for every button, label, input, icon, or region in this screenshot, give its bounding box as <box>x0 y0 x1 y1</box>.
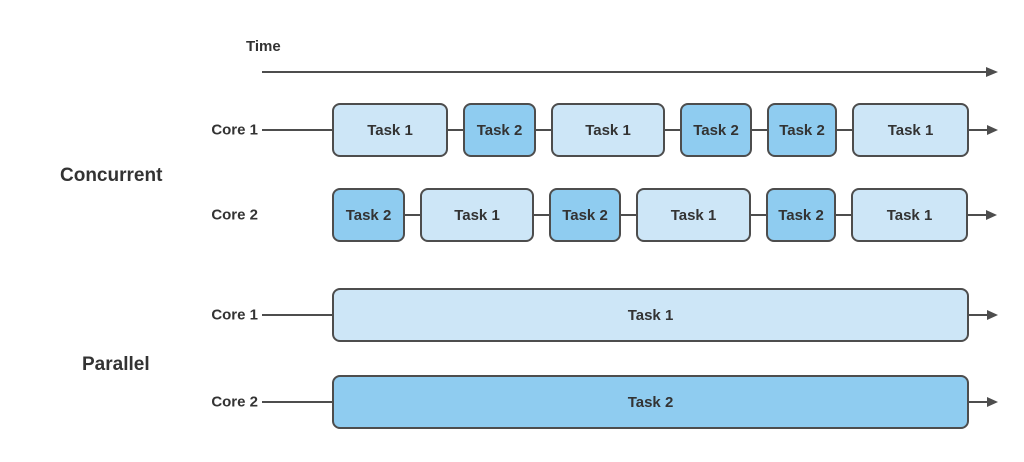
task-connector-line <box>405 214 420 216</box>
task-box: Task 1 <box>636 188 751 242</box>
task-connector-line <box>752 129 767 131</box>
task-box: Task 2 <box>463 103 536 157</box>
task-box: Task 1 <box>851 188 968 242</box>
task-box: Task 2 <box>332 188 405 242</box>
task-strip: Task 1 <box>332 288 998 342</box>
task-connector-line <box>536 129 551 131</box>
row-arrow-line <box>969 129 987 131</box>
task-connector-line <box>751 214 766 216</box>
section-label-parallel: Parallel <box>82 354 150 375</box>
core-row: Core 2 Task 2 <box>0 375 1024 429</box>
core-row: Core 1 Task 1 <box>0 288 1024 342</box>
task-connector-line <box>837 129 852 131</box>
task-strip: Task 1 Task 2 Task 1 Task 2 Task 2 Task 1 <box>332 103 998 157</box>
task-box: Task 1 <box>332 288 969 342</box>
core-leader-line <box>262 314 332 316</box>
task-box: Task 2 <box>680 103 752 157</box>
row-arrowhead-icon <box>987 310 998 320</box>
task-box: Task 2 <box>766 188 836 242</box>
task-box: Task 2 <box>549 188 621 242</box>
task-connector-line <box>836 214 851 216</box>
task-connector-line <box>448 129 463 131</box>
task-box: Task 1 <box>332 103 448 157</box>
task-connector-line <box>534 214 549 216</box>
task-connector-line <box>665 129 680 131</box>
row-arrowhead-icon <box>987 125 998 135</box>
row-arrow-line <box>968 214 986 216</box>
row-arrowhead-icon <box>987 397 998 407</box>
task-box: Task 1 <box>551 103 665 157</box>
task-box: Task 2 <box>332 375 969 429</box>
core-leader-line <box>262 401 332 403</box>
task-box: Task 2 <box>767 103 837 157</box>
row-arrow-line <box>969 314 987 316</box>
task-strip: Task 2 Task 1 Task 2 Task 1 Task 2 Task 1 <box>332 188 997 242</box>
task-connector-line <box>621 214 636 216</box>
time-axis-label: Time <box>246 38 281 55</box>
section-label-concurrent: Concurrent <box>60 165 163 186</box>
time-axis-arrowhead-icon <box>986 67 998 77</box>
task-strip: Task 2 <box>332 375 998 429</box>
core-leader-line <box>262 129 332 131</box>
core-label: Core 2 <box>211 393 258 411</box>
core-label: Core 1 <box>211 121 258 139</box>
core-label: Core 1 <box>211 306 258 324</box>
core-label: Core 2 <box>211 206 258 224</box>
row-arrowhead-icon <box>986 210 997 220</box>
time-axis-line <box>262 71 986 73</box>
task-box: Task 1 <box>852 103 969 157</box>
row-arrow-line <box>969 401 987 403</box>
task-box: Task 1 <box>420 188 534 242</box>
